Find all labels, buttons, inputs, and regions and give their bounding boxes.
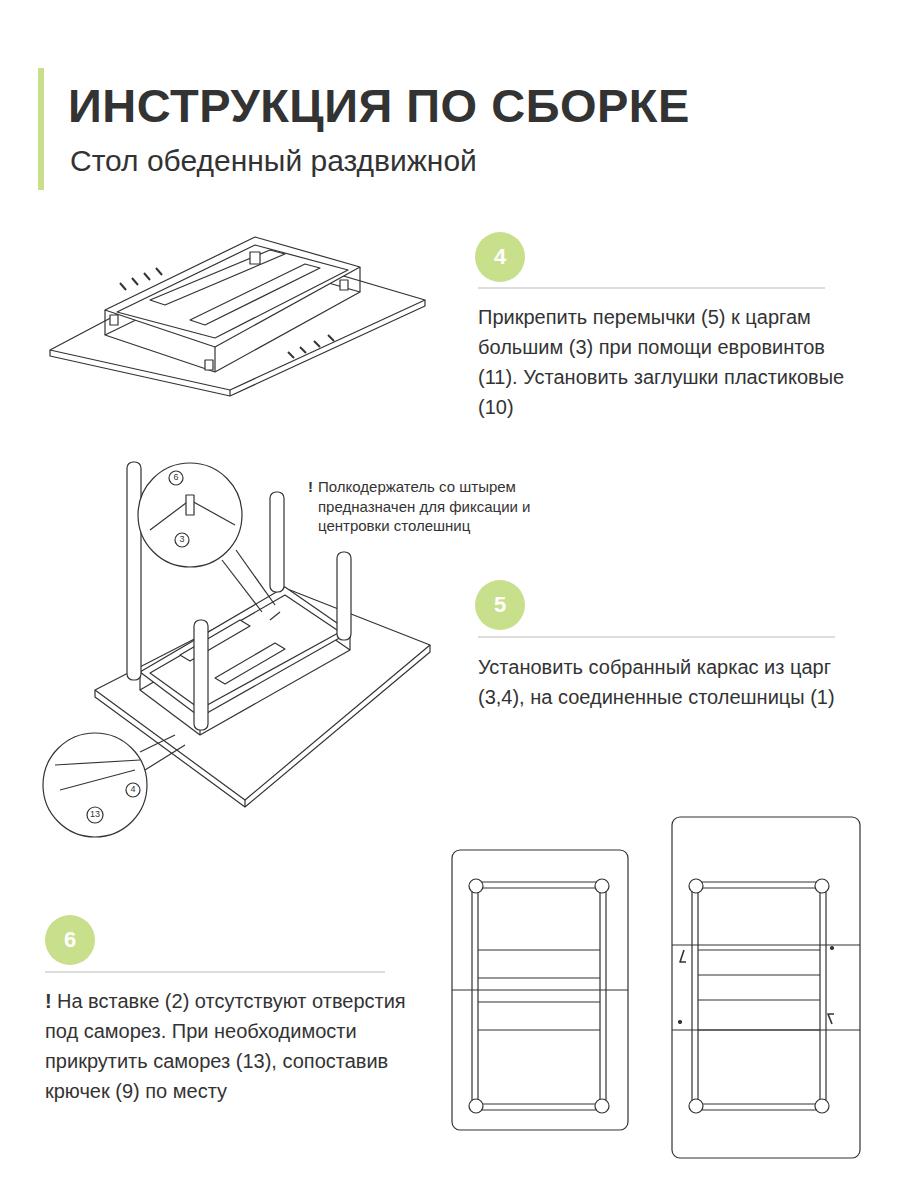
step-text: Установить собранный каркас из царг (3,4…	[478, 652, 858, 712]
illustration-line	[478, 1001, 600, 1002]
illustration-line	[45, 972, 385, 973]
illustration-line	[138, 463, 242, 567]
step-number: 4	[475, 232, 525, 282]
illustration-line	[698, 1029, 820, 1030]
step-text: На вставке (2) отсутствуют отверстия под…	[45, 986, 415, 1106]
illustration-line	[270, 612, 280, 620]
illustration-line	[140, 587, 350, 717]
illustration-line	[689, 1099, 703, 1113]
illustration-line	[120, 268, 334, 358]
illustration-line	[194, 620, 208, 730]
illustration-line	[110, 315, 118, 325]
illustration-line	[478, 977, 600, 978]
illustration-line	[132, 278, 138, 285]
illustration-line	[43, 733, 147, 837]
illustration-line	[698, 949, 820, 950]
illustration-line	[150, 250, 285, 305]
illustration-line	[478, 288, 825, 289]
illustration-line	[180, 620, 250, 661]
step-number-text: 4	[494, 244, 506, 270]
illustration-line	[229, 390, 230, 396]
page-title: ИНСТРУКЦИЯ ПО СБОРКЕ	[68, 78, 690, 133]
subtitle: Стол обеденный раздвижной	[70, 143, 670, 179]
illustration-line	[300, 347, 306, 353]
illustration-line	[328, 335, 334, 341]
illustration-line	[156, 268, 162, 275]
illustration-line	[314, 341, 320, 347]
illustration-line	[190, 264, 320, 325]
illustration-line	[140, 735, 175, 752]
illustration-line	[680, 950, 686, 962]
illustration-line	[478, 949, 600, 950]
note-mark: !	[308, 477, 318, 497]
callout-number: 3	[172, 534, 192, 546]
illustration-line	[478, 637, 835, 638]
illustration-line	[222, 560, 262, 612]
illustration-line	[120, 283, 126, 290]
callout-number: 13	[85, 809, 105, 821]
illustration-line	[288, 352, 294, 358]
illustration-line	[55, 760, 140, 765]
illustration-line	[478, 888, 600, 1104]
illustration-line	[469, 879, 483, 893]
illustration-line	[150, 500, 190, 530]
illustration-line	[689, 879, 703, 893]
illustration-line	[698, 999, 820, 1000]
illustration-line	[270, 492, 284, 592]
illustration-line	[672, 1029, 860, 1030]
illustration-line	[190, 500, 235, 525]
illustration-line	[469, 1099, 483, 1113]
illustration-line	[186, 495, 194, 515]
illustration-line	[43, 237, 860, 1158]
illustration-line	[815, 1099, 829, 1113]
illustration-line	[679, 1021, 682, 1024]
illustration-line	[337, 552, 351, 640]
illustration-line	[478, 1029, 600, 1030]
illustration-line	[144, 273, 150, 280]
step-number-text: 6	[64, 927, 76, 953]
illustration-line	[698, 888, 820, 1104]
illustration-line	[214, 347, 215, 372]
illustration-line	[205, 360, 213, 370]
illustration-line	[672, 817, 860, 1158]
illustration-line	[104, 310, 105, 335]
illustration-line	[831, 947, 834, 950]
illustration-line	[595, 879, 609, 893]
illustration-line	[250, 252, 260, 264]
illustration-line	[244, 800, 245, 807]
step-number: 6	[45, 915, 95, 965]
step-text: Прикрепить перемычки (5) к царгам больши…	[478, 302, 848, 422]
illustration-line	[38, 68, 44, 190]
illustration-line	[595, 1099, 609, 1113]
illustration-line	[815, 879, 829, 893]
note-mark: !	[45, 986, 57, 1016]
step-number-text: 5	[494, 592, 506, 618]
callout-number: 6	[166, 472, 186, 484]
illustration-line	[236, 550, 275, 605]
illustration-line	[95, 590, 430, 800]
illustration-line	[60, 770, 135, 790]
illustration-line	[117, 245, 348, 338]
note-text: Полкодержатель со штырем предназначен дл…	[318, 477, 568, 536]
illustration-line	[215, 643, 285, 684]
illustration-line	[472, 882, 606, 1110]
illustration-line	[692, 882, 826, 1110]
illustration-line	[105, 237, 360, 347]
illustration-line	[145, 745, 185, 770]
callout-number: 4	[123, 784, 143, 796]
illustration-line	[359, 267, 360, 292]
illustration-line	[672, 944, 860, 945]
step-number: 5	[475, 580, 525, 630]
illustration-line	[698, 974, 820, 975]
illustration-line	[340, 280, 348, 290]
illustration-line	[150, 595, 340, 709]
illustration-line	[127, 462, 141, 680]
illustration-line	[452, 850, 628, 1130]
illustration-line	[828, 1014, 834, 1024]
